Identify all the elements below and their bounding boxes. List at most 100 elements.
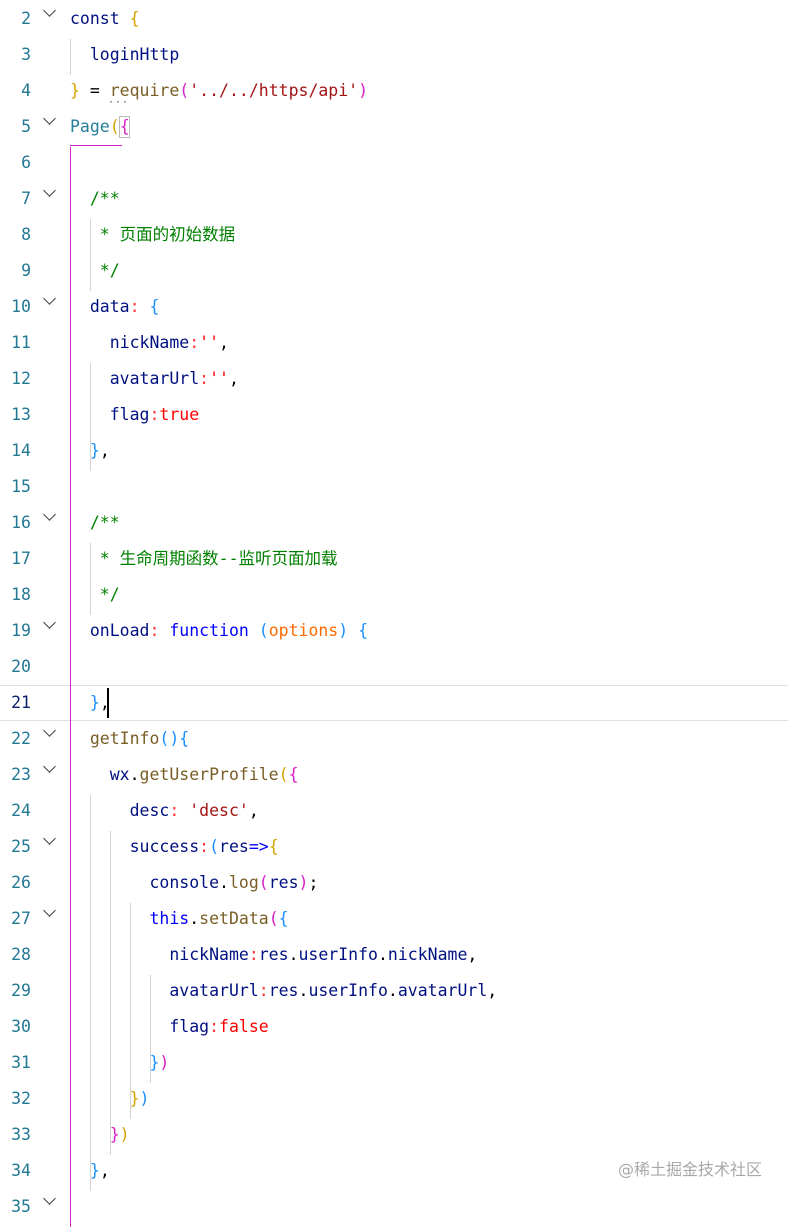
code-text: },: [70, 1153, 110, 1189]
code-line[interactable]: 22 getInfo(){: [0, 721, 788, 757]
line-number: 19: [11, 621, 31, 640]
code-token: options: [268, 621, 339, 640]
code-line[interactable]: 25 success:(res=>{: [0, 829, 788, 865]
code-token: this: [70, 909, 190, 928]
code-line[interactable]: 23 wx.getUserProfile({: [0, 757, 788, 793]
active-indent-guide: [70, 147, 71, 1227]
code-line[interactable]: 10 data: {: [0, 289, 788, 325]
line-number: 24: [11, 801, 31, 820]
code-text: },: [70, 433, 110, 469]
code-line[interactable]: 4} = require('../../https/api'): [0, 73, 788, 109]
fold-chevron-icon[interactable]: [38, 1189, 62, 1225]
text-cursor: [107, 688, 109, 718]
code-line[interactable]: 30 flag:false: [0, 1009, 788, 1045]
code-line[interactable]: 13 flag:true: [0, 397, 788, 433]
code-text: nickName:res.userInfo.nickName,: [70, 937, 477, 973]
code-token: ,: [99, 1161, 110, 1180]
code-token: console: [70, 873, 220, 892]
code-token: ,: [99, 441, 110, 460]
code-line[interactable]: 20: [0, 649, 788, 685]
code-line[interactable]: 28 nickName:res.userInfo.nickName,: [0, 937, 788, 973]
code-line[interactable]: 33 }): [0, 1117, 788, 1153]
code-token: ): [119, 1125, 130, 1144]
fold-chevron-icon[interactable]: [38, 613, 62, 649]
line-number: 8: [21, 225, 31, 244]
code-token: [348, 621, 358, 640]
code-line[interactable]: 35: [0, 1189, 788, 1225]
code-token: userInfo: [308, 981, 388, 1000]
line-number: 15: [11, 477, 31, 496]
indent-guide: [70, 39, 71, 75]
line-number: 12: [11, 369, 31, 388]
code-line[interactable]: 17 * 生命周期函数--监听页面加载: [0, 541, 788, 577]
fold-chevron-icon[interactable]: [38, 1, 62, 37]
line-number: 16: [11, 513, 31, 532]
line-number: 29: [11, 981, 31, 1000]
line-number: 11: [11, 333, 31, 352]
code-token: Page: [70, 117, 110, 136]
code-line[interactable]: 16 /**: [0, 505, 788, 541]
code-token: nickName: [387, 945, 468, 964]
code-token: wx: [70, 765, 130, 784]
code-line[interactable]: 26 console.log(res);: [0, 865, 788, 901]
code-line[interactable]: 24 desc: 'desc',: [0, 793, 788, 829]
code-text: */: [70, 253, 120, 289]
code-line[interactable]: 7 /**: [0, 181, 788, 217]
fold-chevron-icon[interactable]: [38, 721, 62, 757]
code-line[interactable]: 18 */: [0, 577, 788, 613]
fold-chevron-icon[interactable]: [38, 901, 62, 937]
code-token: avatarUrl: [70, 981, 259, 1000]
code-line[interactable]: 31 }): [0, 1045, 788, 1081]
code-line[interactable]: 9 */: [0, 253, 788, 289]
code-token: success: [70, 837, 200, 856]
code-line[interactable]: 32 }): [0, 1081, 788, 1117]
line-number: 14: [11, 441, 31, 460]
code-token: ): [139, 1089, 150, 1108]
code-text: data: {: [70, 289, 160, 325]
code-line[interactable]: 3 loginHttp: [0, 37, 788, 73]
code-token: :: [258, 981, 269, 1000]
code-line[interactable]: 6: [0, 145, 788, 181]
indent-guide: [90, 219, 91, 291]
code-token: {: [119, 117, 130, 136]
code-token: ,: [248, 801, 259, 820]
code-token: {: [179, 729, 190, 748]
code-line[interactable]: 8 * 页面的初始数据: [0, 217, 788, 253]
line-number: 26: [11, 873, 31, 892]
code-line[interactable]: 14 },: [0, 433, 788, 469]
fold-chevron-icon[interactable]: [38, 829, 62, 865]
code-line[interactable]: 12 avatarUrl:'',: [0, 361, 788, 397]
code-token: false: [219, 1017, 269, 1036]
bracket-match-box: [119, 116, 130, 138]
code-line[interactable]: 27 this.setData({: [0, 901, 788, 937]
code-line[interactable]: 34 },: [0, 1153, 788, 1189]
code-token: const: [70, 9, 130, 28]
code-line[interactable]: 11 nickName:'',: [0, 325, 788, 361]
code-token: =: [79, 81, 110, 100]
code-token: userInfo: [298, 945, 378, 964]
fold-chevron-icon[interactable]: [38, 757, 62, 793]
code-text: getInfo(){: [70, 721, 189, 757]
code-text: * 页面的初始数据: [70, 217, 235, 253]
fold-chevron-icon[interactable]: [38, 109, 62, 145]
code-token: res: [258, 945, 289, 964]
code-line[interactable]: 21 },: [0, 685, 788, 721]
fold-chevron-icon[interactable]: [38, 505, 62, 541]
code-text: /**: [70, 505, 120, 541]
code-line[interactable]: 15: [0, 469, 788, 505]
code-line[interactable]: 19 onLoad: function (options) {: [0, 613, 788, 649]
code-token: */: [70, 261, 120, 280]
code-line[interactable]: 29 avatarUrl:res.userInfo.avatarUrl,: [0, 973, 788, 1009]
code-text: onLoad: function (options) {: [70, 613, 368, 649]
code-token: res: [268, 981, 299, 1000]
fold-chevron-icon[interactable]: [38, 289, 62, 325]
line-number: 20: [11, 657, 31, 676]
line-number: 3: [21, 45, 31, 64]
code-token: data: [70, 297, 130, 316]
fold-chevron-icon[interactable]: [38, 181, 62, 217]
code-token: {: [129, 9, 140, 28]
code-token: :: [189, 333, 200, 352]
